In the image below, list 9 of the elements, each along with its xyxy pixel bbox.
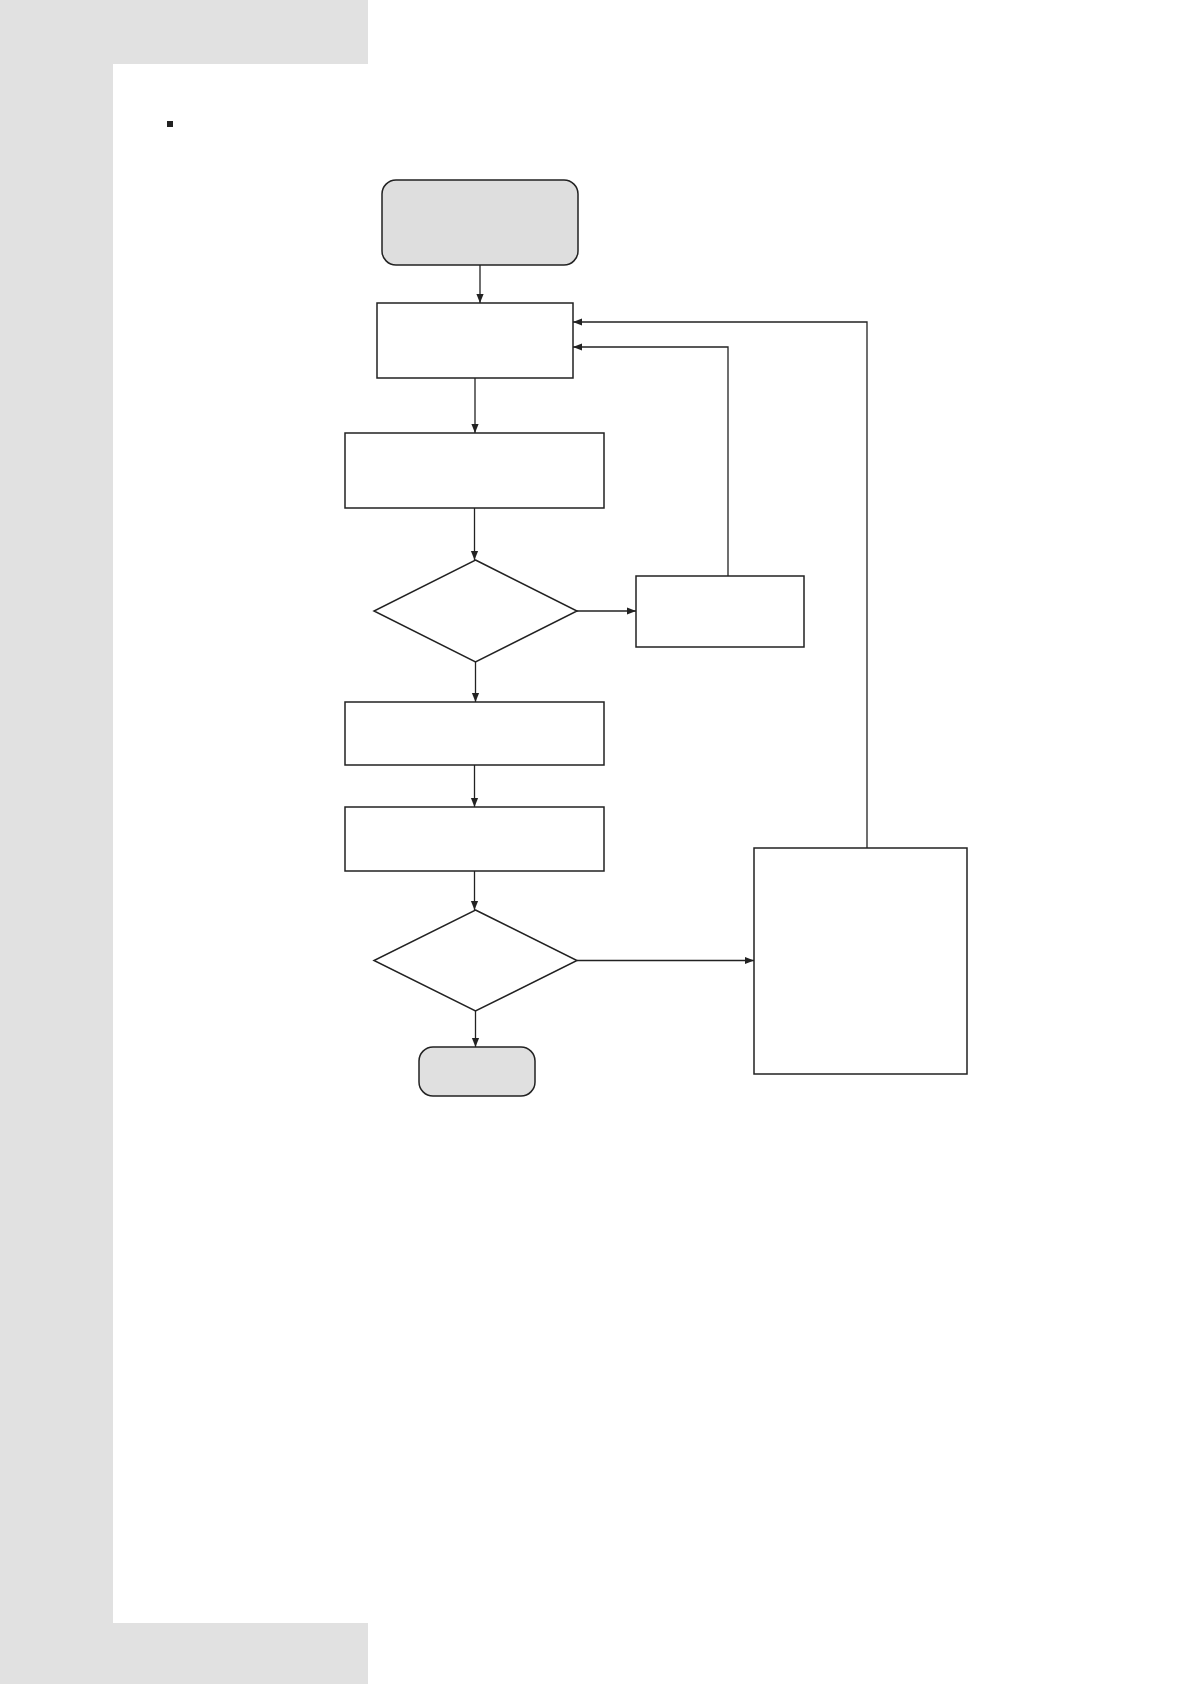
arrow	[470, 507, 479, 561]
arrow	[471, 661, 480, 703]
arrow	[576, 607, 637, 615]
arrow	[471, 377, 479, 434]
arrow	[470, 764, 479, 808]
arrow	[471, 1010, 480, 1048]
arrow	[476, 264, 484, 304]
arrow	[576, 956, 755, 965]
arrow	[470, 870, 479, 911]
